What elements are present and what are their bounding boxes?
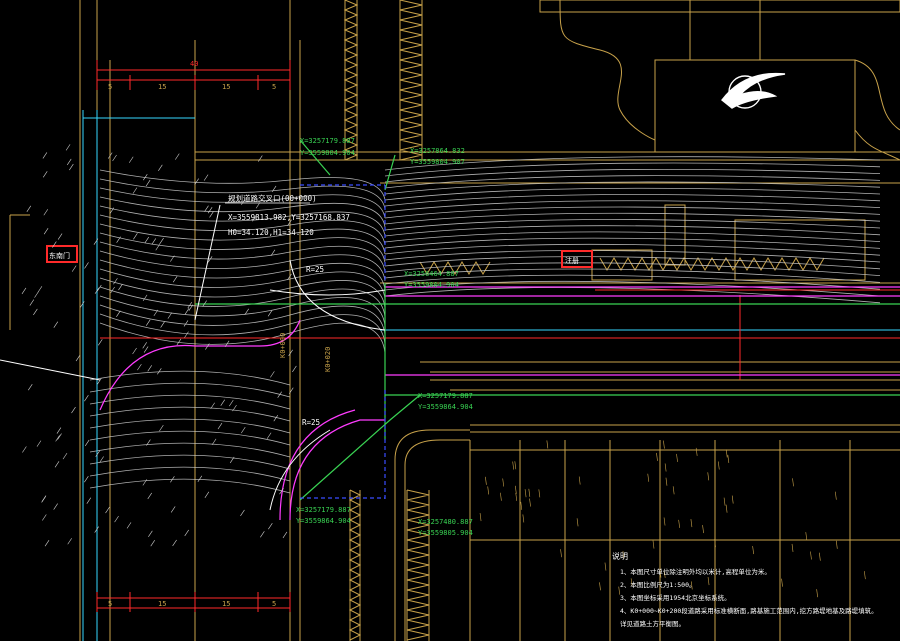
dim-top-seg-3: 15 bbox=[222, 83, 230, 91]
red-dimension-lines bbox=[96, 60, 900, 612]
dim-top-seg-4: 5 bbox=[272, 83, 276, 91]
terrain-contours bbox=[89, 156, 881, 494]
c6-x: X=3257480.887 bbox=[418, 518, 473, 526]
note-1: 1、本图尺寸单位除注明外均以米计,高程单位为米。 bbox=[620, 567, 771, 576]
radius-label-2: R=25 bbox=[302, 418, 320, 427]
retaining-wall-zigzag bbox=[343, 0, 825, 641]
red-box-left-text: 东南门 bbox=[49, 251, 70, 260]
turn-point-label: 规划道路交叉口(00+000) bbox=[228, 193, 317, 203]
green-centerlines bbox=[195, 139, 900, 501]
note-5: 详见道路土方平衡图。 bbox=[620, 619, 685, 628]
red-box-mid-text: 注册 bbox=[565, 256, 579, 265]
dim-bot-seg-4: 5 bbox=[272, 600, 276, 608]
radius-label-1: R=25 bbox=[306, 265, 324, 274]
red-label-boxes bbox=[46, 245, 593, 268]
note-2: 2、本图比例尺为1:500。 bbox=[620, 580, 695, 589]
c4-x: X=3257179.887 bbox=[418, 392, 473, 400]
turn-xy-label: X=3559813.982,Y=3257168.837 bbox=[228, 213, 350, 222]
dim-bot-seg-2: 15 bbox=[158, 600, 166, 608]
c1-x: X=3257179.887 bbox=[300, 137, 355, 145]
c6-y: Y=3559805.904 bbox=[418, 529, 473, 537]
c3-y: Y=3559804.904 bbox=[404, 281, 459, 289]
note-4: 4、K0+000~K0+200段道路采用标准横断面,路基施工范围内,挖方路堤地基… bbox=[620, 606, 878, 615]
c1-y: Y=3559804.904 bbox=[300, 149, 355, 157]
note-3: 3、本图坐标采用1954北京坐标系统。 bbox=[620, 593, 731, 602]
dim-top-total: 40 bbox=[190, 60, 198, 68]
c5-x: X=3257179.887 bbox=[296, 506, 351, 514]
turn-h-label: H0=34.120,H1=34.120 bbox=[228, 228, 314, 237]
elevation-marks bbox=[21, 144, 866, 598]
dim-bot-seg-1: 5 bbox=[108, 600, 112, 608]
magenta-road-edges bbox=[99, 286, 900, 521]
c3-x: X=3256464.887 bbox=[404, 270, 459, 278]
station-a: K0+000 bbox=[279, 333, 287, 358]
notes-title: 说明 bbox=[612, 551, 628, 561]
red-box-left[interactable] bbox=[46, 245, 78, 263]
c2-x: X=3257864.832 bbox=[410, 147, 465, 155]
dim-bot-seg-3: 15 bbox=[222, 600, 230, 608]
c2-y: Y=3559804.907 bbox=[410, 158, 465, 166]
dim-top-seg-1: 5 bbox=[108, 83, 112, 91]
station-b: K0+020 bbox=[324, 347, 332, 372]
c5-y: Y=3559864.904 bbox=[296, 517, 351, 525]
red-box-mid[interactable] bbox=[561, 250, 593, 268]
drawing-labels: 40 5 15 15 5 5 15 15 5 规划道路交叉口(00+000) X… bbox=[49, 60, 579, 608]
c4-y: Y=3559864.904 bbox=[418, 403, 473, 411]
dim-top-seg-2: 15 bbox=[158, 83, 166, 91]
blue-dashed-boundary bbox=[300, 184, 386, 500]
cyan-lines bbox=[82, 110, 900, 641]
north-arrow-icon bbox=[721, 72, 786, 109]
notes-block: 说明 1、本图尺寸单位除注明外均以米计,高程单位为米。 2、本图比例尺为1:50… bbox=[612, 551, 878, 628]
white-curves bbox=[0, 204, 386, 511]
